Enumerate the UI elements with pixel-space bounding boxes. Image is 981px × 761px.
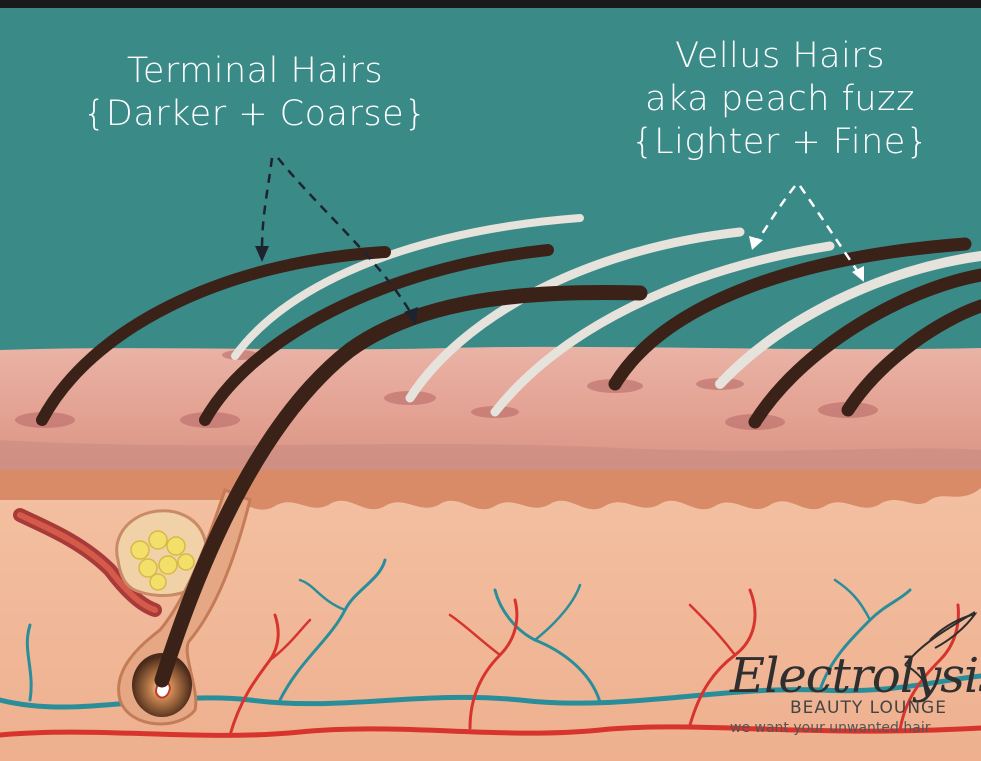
terminal-subtitle: {Darker + Coarse}: [55, 93, 455, 136]
brand-tagline: we want your unwanted hair: [730, 720, 930, 736]
brand-name: Electrolysis: [730, 648, 981, 704]
vellus-hairs-label: Vellus Hairs aka peach fuzz {Lighter + F…: [600, 35, 960, 164]
brand-logo: Electrolysis BEAUTY LOUNGE we want your …: [720, 640, 965, 750]
terminal-title: Terminal Hairs: [55, 50, 455, 93]
vellus-aka: aka peach fuzz: [600, 78, 960, 121]
terminal-hairs-label: Terminal Hairs {Darker + Coarse}: [55, 50, 455, 136]
vellus-subtitle: {Lighter + Fine}: [600, 121, 960, 164]
top-border: [0, 0, 981, 8]
vellus-title: Vellus Hairs: [600, 35, 960, 78]
brand-subtitle: BEAUTY LOUNGE: [790, 698, 947, 718]
